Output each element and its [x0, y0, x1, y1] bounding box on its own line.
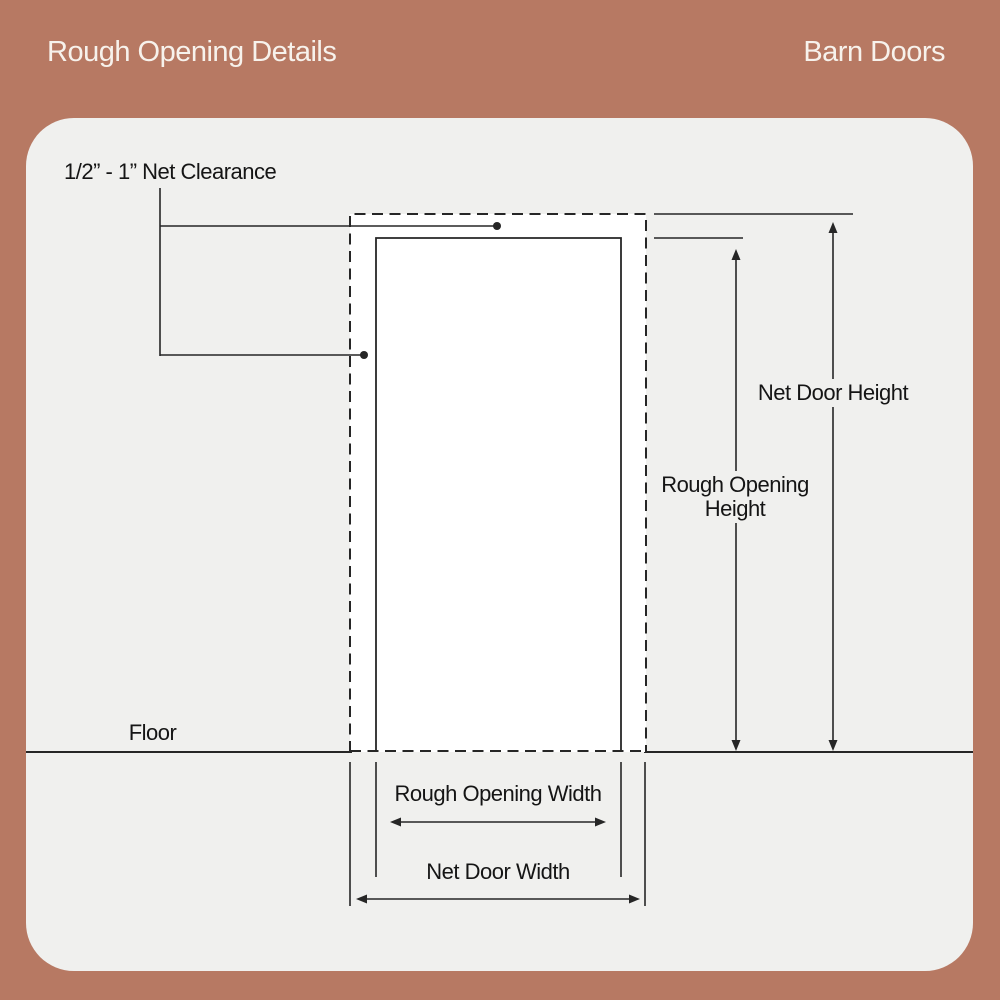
product-title: Barn Doors: [803, 36, 945, 68]
rough-opening-height-label: Rough Opening Height: [655, 471, 815, 524]
rough-opening-width-label: Rough Opening Width: [394, 781, 602, 806]
page-title: Rough Opening Details: [47, 36, 337, 68]
floor-label: Floor: [128, 720, 177, 745]
net-door-height-label: Net Door Height: [748, 379, 918, 408]
clearance-label: 1/2” - 1” Net Clearance: [64, 159, 277, 184]
diagram-card: [26, 118, 973, 971]
net-door-width-label: Net Door Width: [426, 859, 570, 884]
